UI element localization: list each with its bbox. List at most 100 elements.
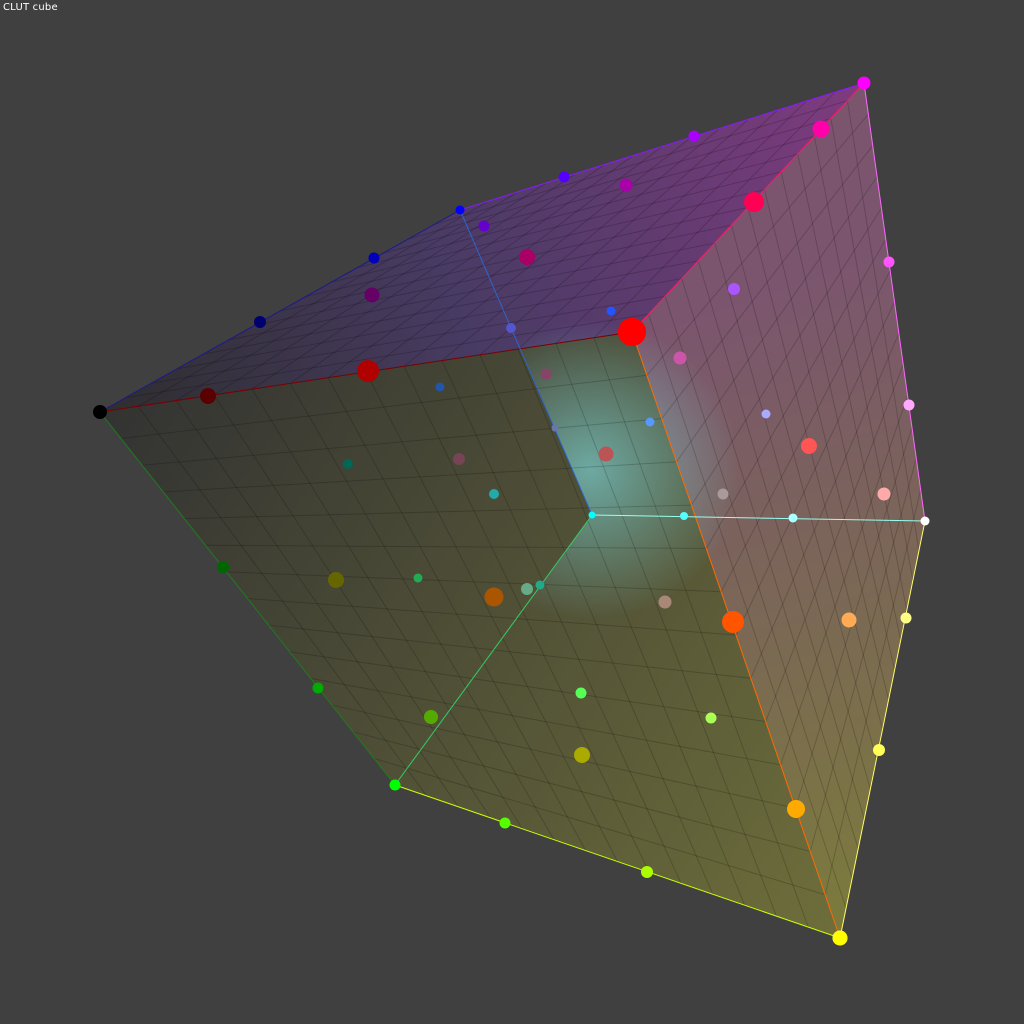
mesh-line [151,295,666,384]
mesh-line [517,109,778,350]
color-sample-dot [357,360,379,382]
edge-blue-magenta [459,82,865,211]
color-sample-dot [680,512,688,520]
color-sample-dot [364,287,380,303]
mesh-line [251,388,523,829]
color-sample-dot [506,323,516,333]
mesh-line [824,489,922,895]
mesh-line [646,113,869,376]
color-sample-dot [217,561,229,573]
mesh-line [750,333,900,679]
mesh-line [254,224,732,326]
color-sample-dot [641,866,653,878]
mesh-line [352,731,811,852]
mesh-line [661,145,874,419]
mesh-line [764,189,890,700]
corner-white [920,516,930,526]
color-sample-dot [484,587,504,607]
mesh-line [289,651,766,723]
edge-cyan-white [591,514,926,522]
mesh-line [780,171,896,671]
mesh-line [479,118,749,356]
color-sample-dot [574,747,590,763]
color-sample-dot [673,351,687,365]
mesh-line [697,260,865,819]
mesh-line [676,176,878,463]
mesh-line [797,154,902,641]
mesh-line [720,270,891,592]
edge-green-cyan [394,514,593,786]
mesh-line [137,200,490,407]
color-sample-dot [343,459,353,469]
mesh-line [479,354,714,895]
mesh-line [780,395,909,766]
edge-yellow-white [839,520,926,939]
edge-red-yellow [631,331,841,939]
color-sample-dot [900,612,912,624]
color-sample-dot [540,368,552,380]
mesh-line [747,207,883,730]
mesh-line [137,405,428,797]
color-sample-dot [787,800,805,818]
color-sample-dot [717,488,729,500]
mesh-line [289,383,555,840]
color-sample-dot [535,580,545,590]
mesh-line [809,458,917,852]
color-sample-dot [812,120,830,138]
color-sample-dot [658,595,672,609]
mesh-line [691,207,882,506]
color-sample-dot [801,438,817,454]
mesh-line [517,348,746,906]
color-sample-dot [705,712,717,724]
color-sample-dot [788,513,798,523]
color-sample-dot [424,710,438,724]
corner-nodes [93,76,930,946]
edge-green-yellow [394,784,841,939]
color-sample-dot [519,249,535,265]
mesh-line [177,278,682,370]
mesh-line [434,100,848,225]
color-sample-dot [688,130,700,142]
mesh-line [813,136,908,611]
mesh-line [251,173,576,390]
mesh-line [247,598,737,636]
mesh-line [365,371,618,862]
color-sample-dot [606,306,616,316]
mesh-line [681,278,859,849]
mesh-line [373,757,826,896]
color-sample-dot [521,583,533,595]
mesh-line [184,504,692,520]
mesh-line [213,394,491,819]
color-sample-dot [619,178,633,192]
color-sample-dot [841,612,857,628]
color-sample-dot [873,744,885,756]
color-sample-dot [489,489,499,499]
mesh-line [310,677,781,766]
mesh-line [121,374,647,440]
mesh-line [648,314,847,909]
edge-blue-cyan [459,209,593,516]
mesh-line [382,135,815,254]
edge-black-blue [99,209,461,413]
color-sample-dot [903,399,915,411]
color-sample-dot [499,817,511,829]
mesh-line [441,360,682,884]
mesh-line [331,704,796,809]
mesh-line [403,366,650,873]
corner-magenta [857,76,871,90]
color-sample-dot [413,573,423,583]
corner-cyan [588,511,596,519]
color-sample-dot [200,388,216,404]
color-sample-dot [575,687,587,699]
color-sample-dot [254,316,266,328]
color-sample-dots [200,120,915,946]
corner-blue [455,205,465,215]
mesh-line [765,364,904,722]
mesh-line [403,137,692,367]
mesh-line [226,571,722,593]
mesh-line [175,191,518,401]
mesh-line [846,100,920,551]
mesh-line [305,189,765,298]
mesh-line [202,260,699,355]
